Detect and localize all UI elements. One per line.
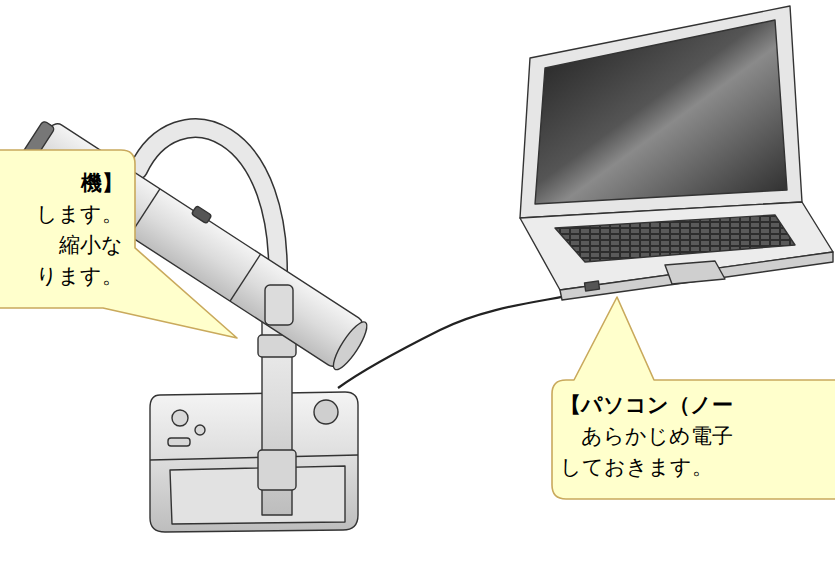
callout-bubble: 機】します。 縮小な ります。 bbox=[0, 150, 135, 308]
callout-body: あらかじめ電子 しておきます。 bbox=[560, 421, 741, 483]
callout-bubble: 【パソコン（ノーあらかじめ電子 しておきます。 bbox=[552, 380, 835, 499]
laptop bbox=[520, 6, 833, 300]
usb-cable bbox=[338, 288, 592, 388]
bubble-shape bbox=[552, 297, 835, 499]
callout-heading: 【パソコン（ノー bbox=[560, 390, 835, 421]
callout-body: します。 縮小な ります。 bbox=[26, 199, 123, 292]
bubble-shape bbox=[0, 150, 237, 338]
callout-heading: 機】 bbox=[0, 168, 123, 199]
